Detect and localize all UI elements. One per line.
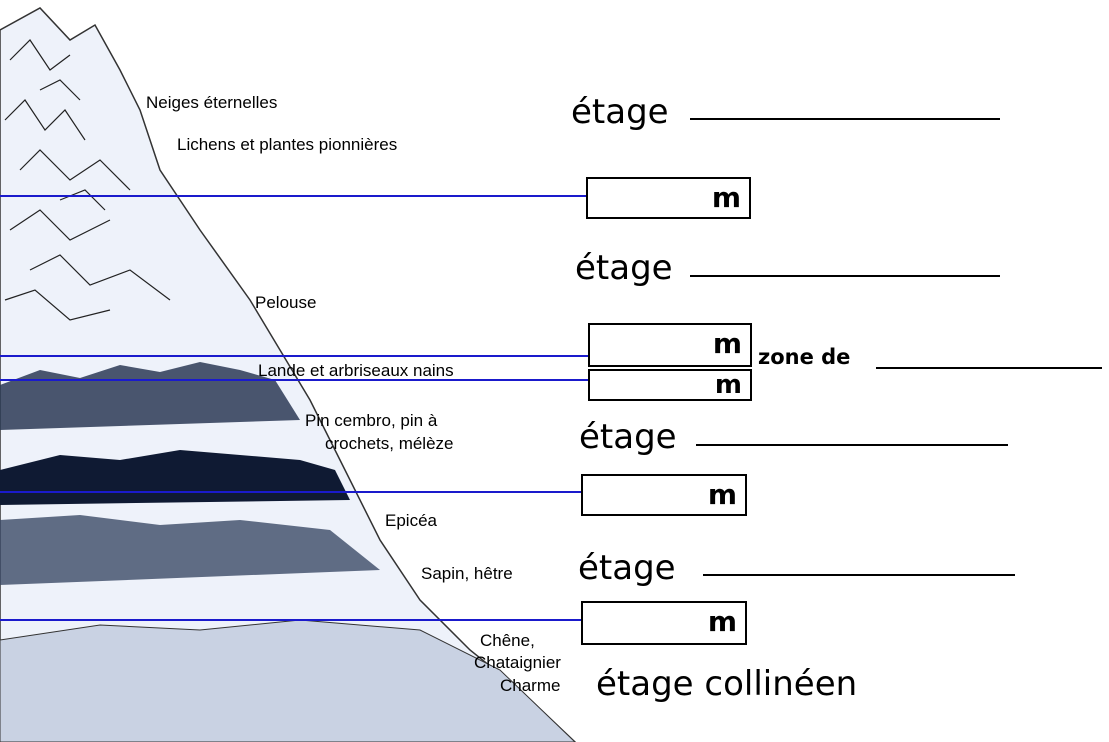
- label-charme: Charme: [500, 676, 561, 695]
- altitude-box-4[interactable]: m: [581, 474, 747, 516]
- etage-label-1: étage: [571, 92, 669, 132]
- label-epicea: Epicéa: [385, 511, 437, 530]
- village-band: [0, 619, 576, 742]
- etage-label-4: étage: [578, 548, 676, 588]
- forest-band-lower: [0, 515, 380, 585]
- zone-label: zone de: [758, 345, 851, 369]
- etage-label-2: étage: [575, 248, 673, 288]
- label-sapin: Sapin, hêtre: [421, 564, 513, 583]
- label-neiges: Neiges éternelles: [146, 93, 278, 112]
- zone-blank[interactable]: [876, 367, 1102, 369]
- label-pelouse: Pelouse: [255, 293, 317, 312]
- label-chene: Chêne,: [480, 631, 535, 650]
- etage-label-collineen: étage collinéen: [596, 664, 858, 704]
- altitude-box-3[interactable]: m: [588, 369, 752, 401]
- altitude-limit-lines: [0, 195, 590, 621]
- etage-blank-1[interactable]: [690, 118, 1000, 120]
- rock-texture: [4, 39, 171, 321]
- etage-label-3: étage: [579, 417, 677, 457]
- altitude-box-1[interactable]: m: [586, 177, 751, 219]
- etage-blank-4[interactable]: [703, 574, 1015, 576]
- etage-blank-3[interactable]: [696, 444, 1008, 446]
- label-pin-line2: crochets, mélèze: [325, 434, 454, 453]
- label-lande: Lande et arbriseaux nains: [258, 361, 454, 380]
- altitude-box-5[interactable]: m: [581, 601, 747, 645]
- label-pin-line1: Pin cembro, pin à: [305, 411, 438, 430]
- altitude-box-2[interactable]: m: [588, 323, 752, 367]
- label-lichens: Lichens et plantes pionnières: [177, 135, 398, 154]
- etage-blank-2[interactable]: [690, 275, 1000, 277]
- label-chataignier: Chataignier: [474, 653, 561, 672]
